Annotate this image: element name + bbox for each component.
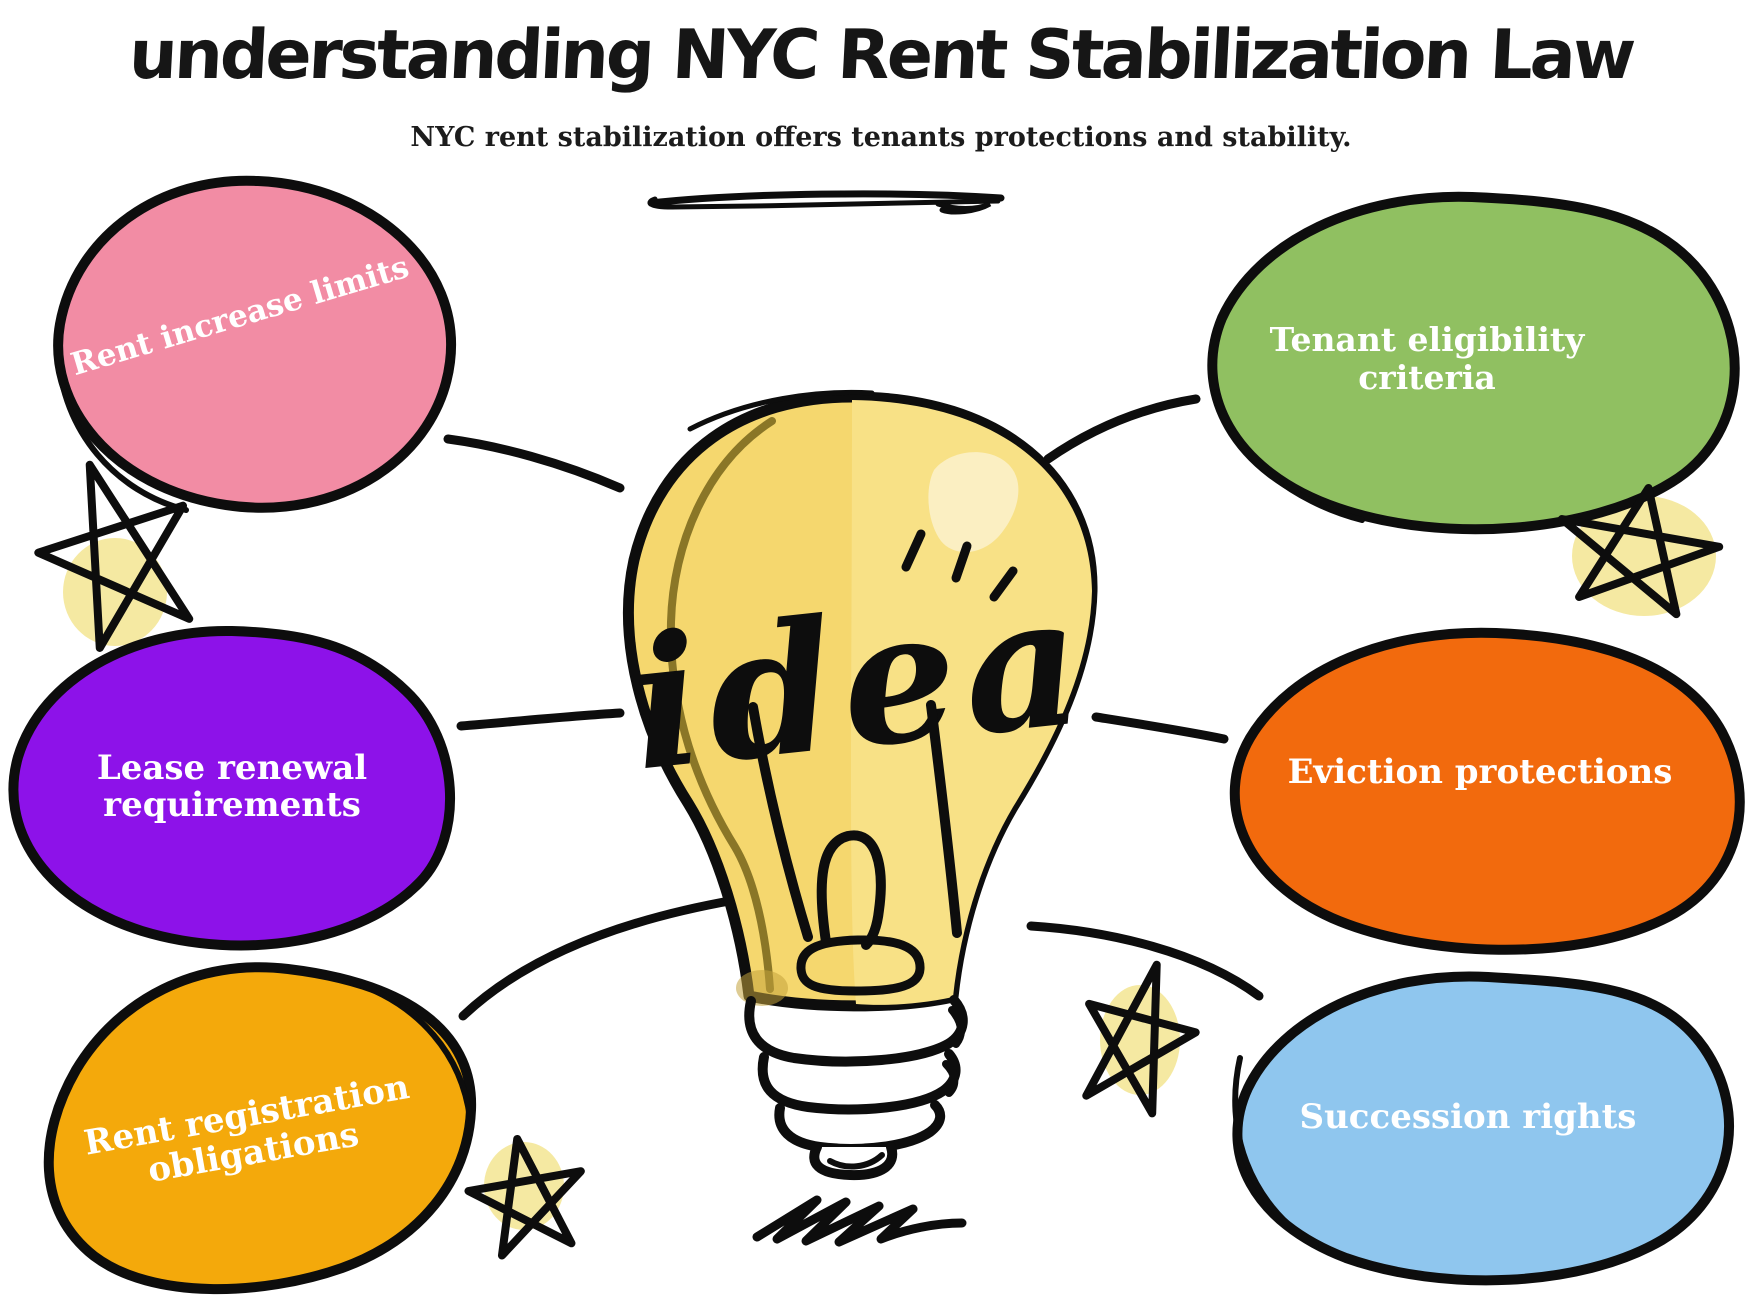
connectors bbox=[443, 394, 1264, 1021]
lightbulb-icon: idea bbox=[622, 389, 1099, 1247]
sparkle-ray bbox=[901, 529, 926, 572]
screw-tip bbox=[809, 1142, 898, 1181]
bulb-screw-backing bbox=[748, 998, 957, 1165]
bubble-succession-rights bbox=[1232, 971, 1735, 1286]
connector-rent-increase bbox=[443, 434, 625, 493]
bubble-label-succession-rights: Succession rights bbox=[1299, 1097, 1637, 1137]
connector-rent-registration bbox=[458, 895, 740, 1021]
filament-loop bbox=[816, 830, 886, 950]
bubble-label-tenant-eligibility: Tenant eligibility criteria bbox=[1269, 320, 1585, 397]
sparkle-ray bbox=[951, 541, 972, 583]
star-doodle-icon bbox=[1066, 950, 1210, 1118]
screw-thread-tail bbox=[948, 1006, 965, 1048]
connector-lease-renewal bbox=[456, 708, 625, 731]
connector-succession bbox=[1026, 921, 1264, 1001]
bulb-screw-base bbox=[744, 995, 968, 1181]
bubble-lease-renewal bbox=[8, 625, 456, 951]
underline-loop bbox=[647, 196, 1001, 210]
filament-wire-right bbox=[926, 700, 962, 938]
sparkle-rays bbox=[901, 529, 1018, 602]
bubble-rent-registration bbox=[43, 962, 477, 1295]
bubble-tenant-eligibility bbox=[1207, 191, 1740, 535]
connector-eviction bbox=[1091, 712, 1229, 744]
star-doodle-icon bbox=[1549, 474, 1727, 619]
sparkle-ray bbox=[989, 566, 1018, 602]
bulb-idea-label: idea bbox=[622, 554, 1099, 812]
topic-bubbles bbox=[8, 175, 1745, 1295]
star-glow bbox=[63, 538, 167, 646]
connector-tenant-eligibility bbox=[1043, 394, 1201, 464]
bubble-rent-increase-limits bbox=[53, 175, 457, 513]
bulb-shade-line bbox=[666, 417, 776, 993]
star-doodles bbox=[17, 441, 1727, 1259]
bubble-label-lease-renewal: Lease renewal requirements bbox=[96, 748, 368, 826]
doodle-arc bbox=[1213, 389, 1365, 523]
doodle-arc bbox=[349, 979, 473, 1121]
filament-band bbox=[796, 935, 925, 996]
doodle-arc bbox=[55, 349, 189, 513]
bubble-eviction-protections bbox=[1229, 627, 1745, 955]
title-underline-scribble bbox=[647, 190, 1005, 215]
page-title: understanding NYC Rent Stabilization Law bbox=[127, 16, 1635, 95]
bulb-scribble bbox=[752, 1195, 967, 1247]
bulb-highlight bbox=[928, 452, 1019, 553]
screw-tip-crescent bbox=[827, 1152, 885, 1170]
bulb-shade-patch bbox=[736, 970, 788, 1006]
screw-thread-tail bbox=[942, 1060, 959, 1097]
underline-knot bbox=[935, 201, 992, 215]
star-doodle-icon bbox=[461, 1129, 593, 1259]
bubble-doodle-arcs bbox=[55, 349, 1365, 1249]
bulb-filament bbox=[748, 700, 962, 996]
underline-stroke bbox=[647, 190, 1005, 207]
star-doodle-icon bbox=[17, 441, 216, 657]
bulb-doodle-arc bbox=[687, 389, 875, 432]
bubble-label-eviction-protections: Eviction protections bbox=[1287, 752, 1673, 792]
page-subtitle: NYC rent stabilization offers tenants pr… bbox=[410, 122, 1352, 153]
doodle-arc bbox=[1232, 1055, 1319, 1249]
filament-wire-left bbox=[748, 702, 813, 942]
